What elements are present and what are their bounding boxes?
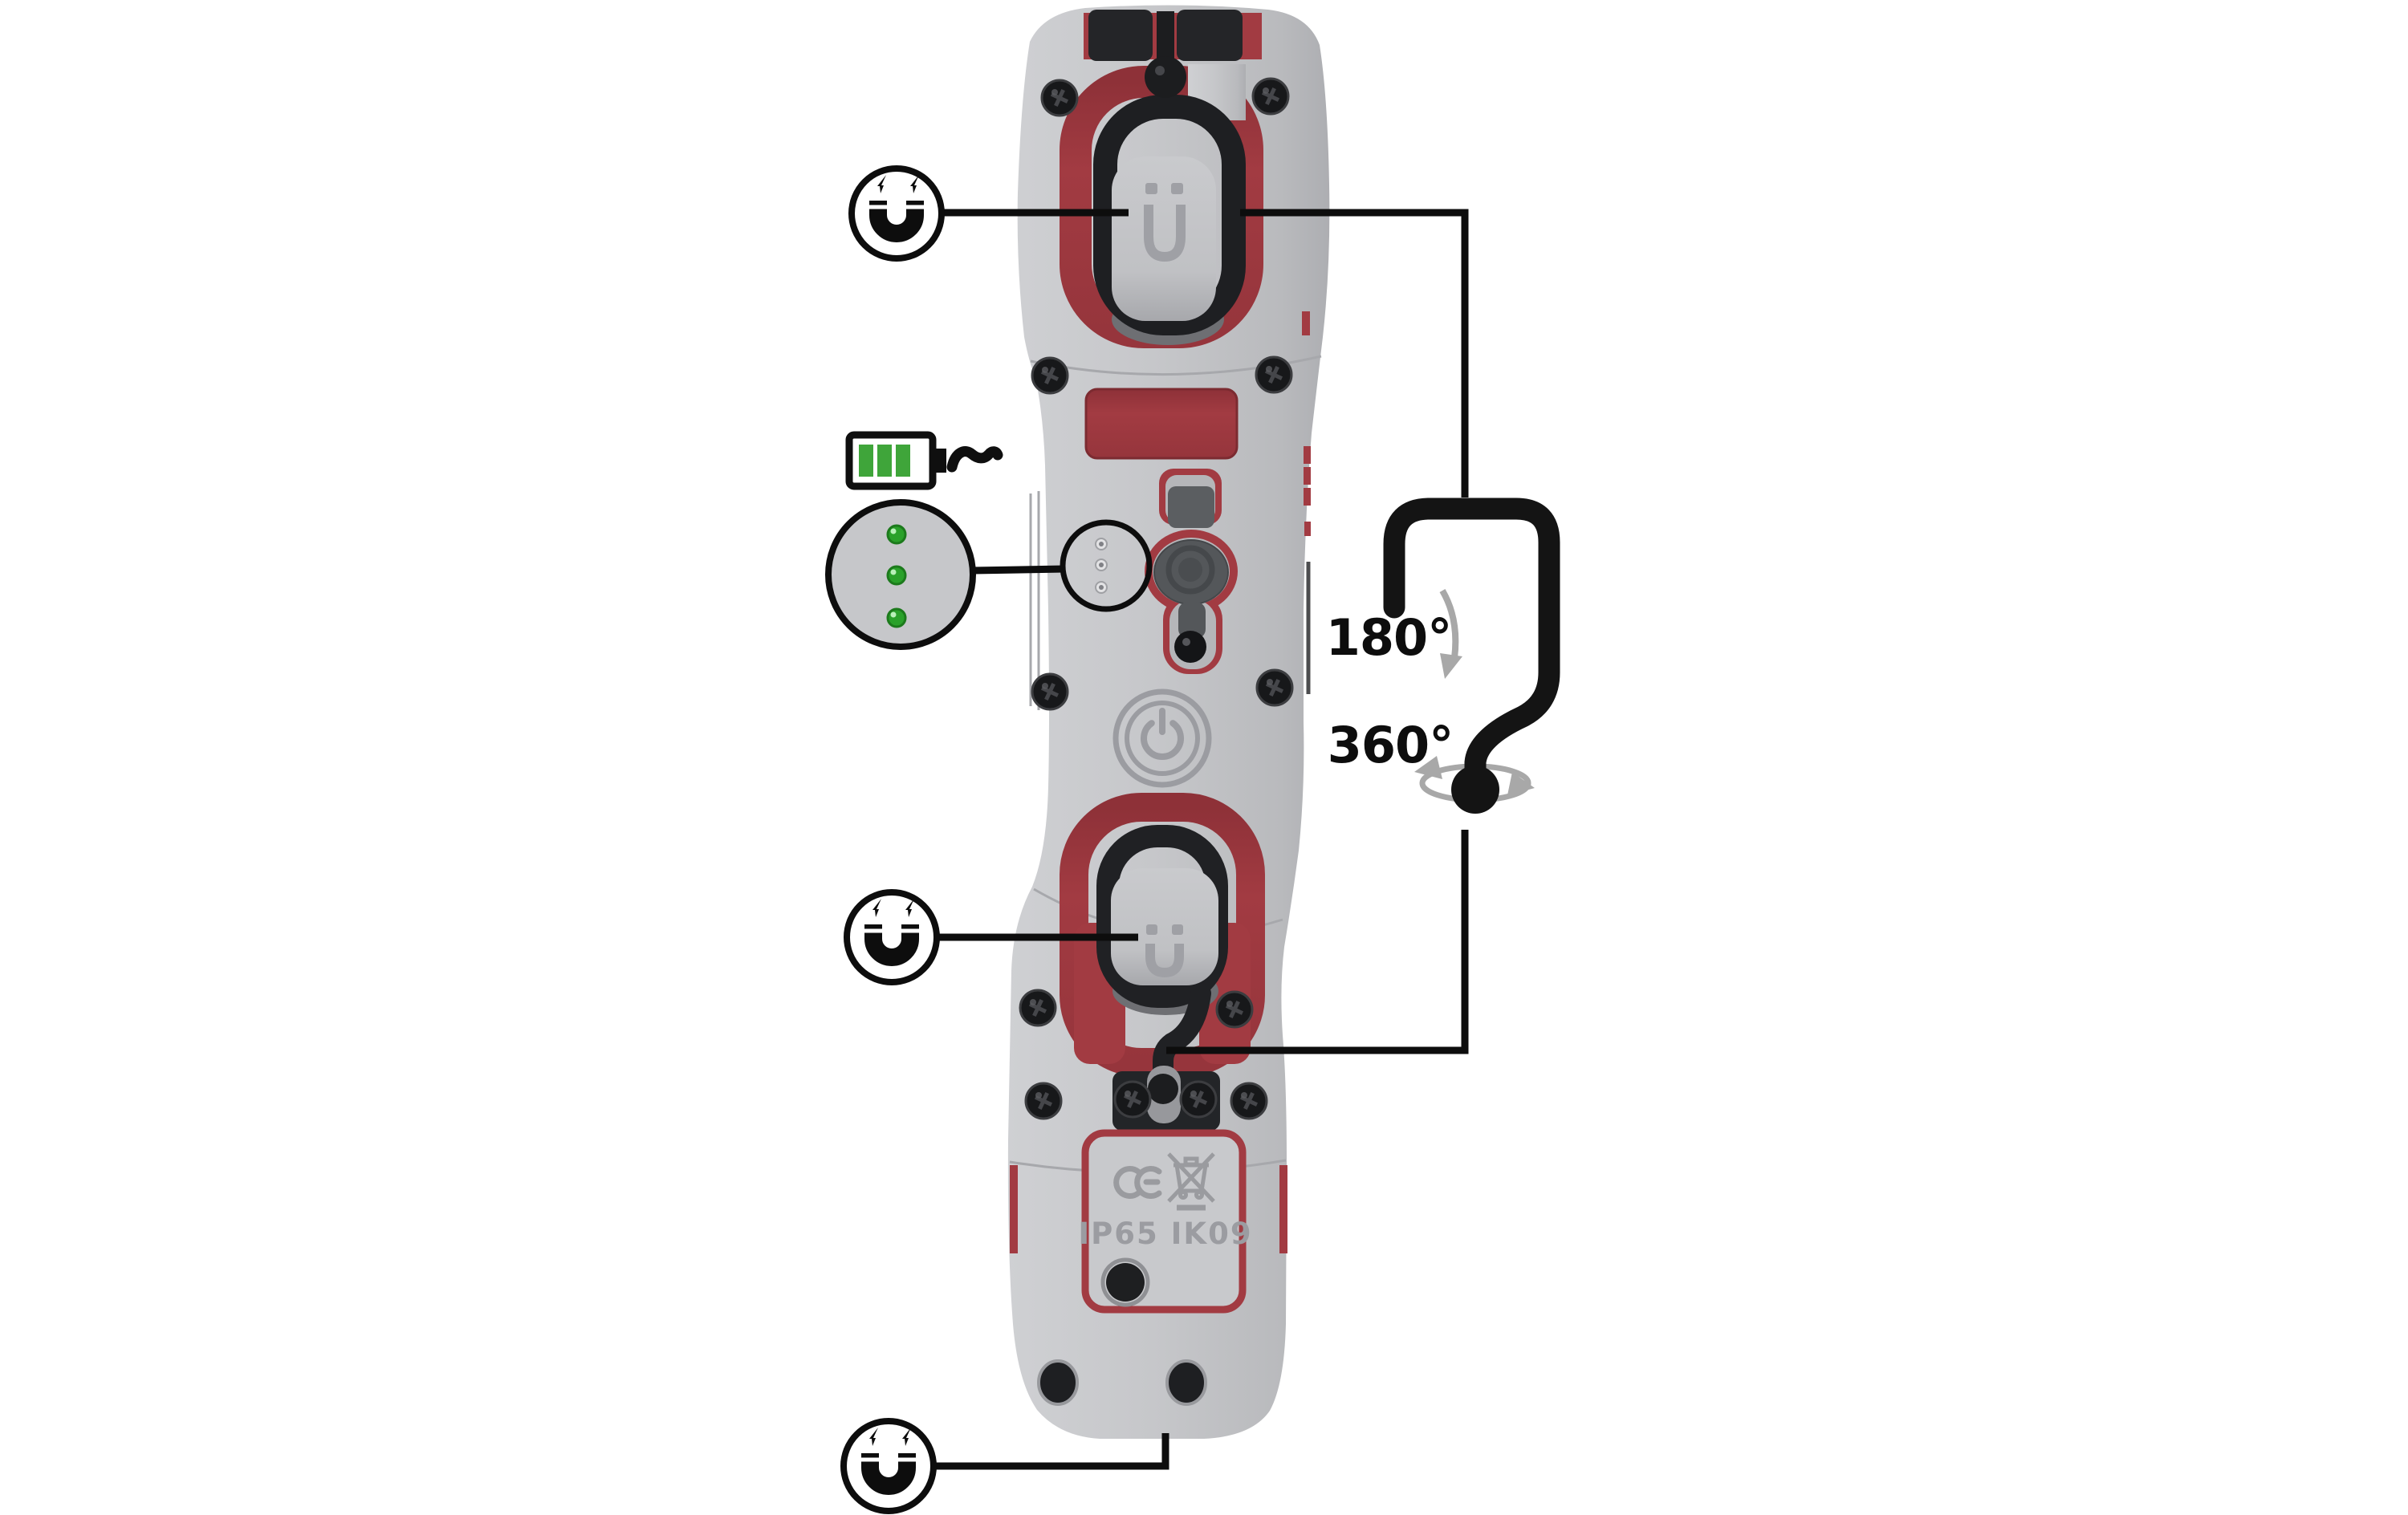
- led-magnifier-callout: [825, 499, 1153, 650]
- power-icon: [1141, 720, 1184, 761]
- green-led-indicators: [886, 524, 907, 628]
- lower-magnet-plate: [1111, 868, 1218, 985]
- power-button[interactable]: [1112, 688, 1212, 788]
- callout-lines: [934, 209, 1469, 1470]
- screw: [1020, 990, 1056, 1026]
- screw: [1253, 79, 1288, 114]
- swivel-hook-mount: [1145, 469, 1238, 674]
- magnet-callout-bottom-icon: [844, 1421, 934, 1511]
- top-magnet-plate: [1112, 156, 1216, 321]
- screw: [1032, 674, 1068, 709]
- screw: [1181, 1082, 1216, 1117]
- screw: [1217, 992, 1252, 1027]
- device-body: [1007, 5, 1330, 1439]
- screw: [1115, 1082, 1150, 1117]
- spin-arrowhead-left: [1414, 756, 1442, 779]
- battery-charging-icon: [845, 431, 1003, 490]
- swivel-arrow: [1439, 588, 1459, 659]
- base-holes: [1037, 1359, 1207, 1406]
- swivel-angle-label: 180°: [1326, 608, 1451, 667]
- screw: [1231, 1083, 1267, 1119]
- screw: [1032, 358, 1068, 393]
- ac-tilde-icon: [946, 446, 1003, 473]
- top-hook-assembly: [1032, 10, 1291, 393]
- screw: [1042, 80, 1077, 116]
- rating-panel: IP65 IK09: [1078, 1129, 1252, 1314]
- weee-bin-icon: [1167, 1152, 1215, 1211]
- panel-hole: [1106, 1263, 1145, 1302]
- rotation-callout: 180° 360°: [1326, 498, 1560, 814]
- screw: [1026, 1083, 1061, 1119]
- spin-arrowhead-right: [1507, 772, 1535, 795]
- magnet-callout-middle-icon: [847, 892, 937, 982]
- magnet-callout-top-icon: [852, 169, 942, 258]
- brand-u-umlaut-logo-top: [1144, 183, 1186, 262]
- work-light-device: IP65 IK09: [1007, 5, 1330, 1439]
- ip-rating-label: IP65 IK09: [1078, 1216, 1252, 1251]
- hanging-hook-icon: [1383, 498, 1560, 780]
- spin-angle-label: 360°: [1328, 716, 1453, 774]
- screw: [1256, 357, 1291, 392]
- brand-u-umlaut-logo-lower: [1145, 924, 1184, 978]
- screw: [1257, 670, 1292, 705]
- side-accents: [1010, 311, 1311, 1253]
- red-window: [1084, 388, 1239, 460]
- annotation-layer: 180° 360°: [825, 169, 1560, 1511]
- ce-mark-icon: [1113, 1166, 1162, 1199]
- status-led-cluster: [1095, 538, 1108, 594]
- led-target-ring: [1060, 519, 1153, 612]
